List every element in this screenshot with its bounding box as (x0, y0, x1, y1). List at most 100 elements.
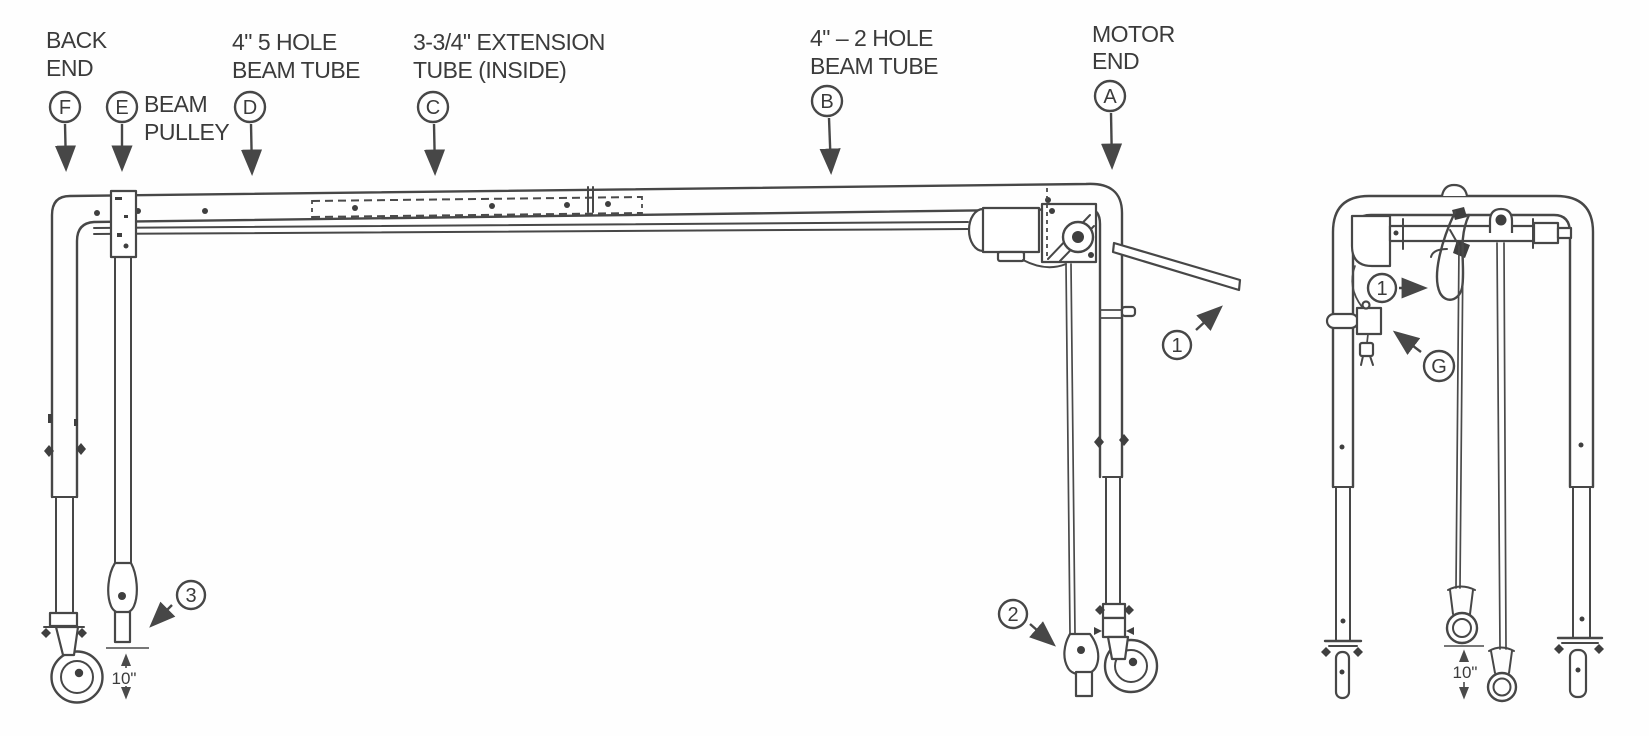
strap-cable (1063, 263, 1100, 698)
strap-clevis (1063, 632, 1100, 676)
callout-D-arrow (240, 123, 263, 176)
beam-lower-rod (93, 221, 969, 235)
callout-C-arrow (423, 123, 446, 176)
strap-clevis-stub (1074, 670, 1094, 698)
crank-rod (1111, 241, 1242, 292)
callout-A: MOTOR END A (1092, 21, 1175, 170)
label-2-hole-beam-line1: 4" – 2 HOLE (810, 25, 933, 51)
item-3-arrow (149, 601, 176, 628)
side-view-drawing (41, 182, 1242, 704)
back-caster-hub (74, 668, 84, 678)
beam-pulley-tube (107, 256, 138, 644)
lift-cable-1 (1445, 245, 1479, 645)
callout-B: 4" – 2 HOLE BEAM TUBE B (810, 25, 939, 175)
callout-E: E BEAM PULLEY (105, 90, 230, 172)
beam-frame-inner (75, 207, 1102, 499)
label-beam-pulley-line2: PULLEY (144, 119, 229, 145)
dimension-10in-end: 10" (1444, 645, 1484, 700)
control-box (1355, 306, 1383, 336)
callout-D: 4" 5 HOLE BEAM TUBE D (232, 29, 361, 176)
leg-collar (1325, 312, 1360, 330)
item-1-side-arrow (1195, 305, 1223, 331)
callout-G-circle (1422, 349, 1456, 383)
back-caster (41, 611, 104, 704)
back-leg (44, 414, 86, 615)
label-motor-end-line1: MOTOR (1092, 21, 1175, 47)
shaft-hardware (1430, 207, 1514, 258)
beam-frame-outer (50, 182, 1124, 499)
label-2-hole-beam-line2: BEAM TUBE (810, 53, 938, 79)
label-extension-tube-line2: TUBE (INSIDE) (413, 57, 566, 83)
motor-caster (1094, 602, 1159, 694)
callout-B-circle (810, 84, 844, 118)
power-cord (1351, 265, 1363, 308)
motor-leg (1094, 305, 1137, 605)
power-plug (1358, 333, 1375, 366)
cable-ring-2 (1486, 671, 1518, 703)
item-1-end-circle (1366, 272, 1398, 304)
item-1-end-number: 1 (1376, 278, 1387, 300)
item-callout-2-side: 2 (997, 598, 1056, 647)
beam-holes (94, 197, 1051, 216)
dimension-10in-end-text: 10" (1453, 663, 1478, 682)
beam-joint (587, 186, 594, 213)
back-caster-wheel (50, 650, 104, 704)
callout-B-arrow (819, 117, 841, 175)
callout-A-letter: A (1103, 86, 1117, 108)
control-box-nub (1361, 300, 1371, 310)
callout-D-circle (233, 90, 267, 124)
label-back-end-line1: BACK (46, 27, 108, 53)
top-hump (1440, 183, 1469, 197)
item-2-circle (997, 598, 1029, 630)
end-left-caster (1321, 639, 1363, 700)
end-left-leg-lower (1333, 444, 1353, 641)
label-motor-end-line2: END (1092, 48, 1139, 74)
item-callout-3-side: 3 (149, 579, 207, 628)
dimension-10in-side-text: 10" (112, 669, 137, 688)
end-right-leg-lower (1570, 442, 1593, 638)
callout-A-circle (1093, 79, 1127, 113)
label-5-hole-beam-line1: 4" 5 HOLE (232, 29, 337, 55)
cable-ring-1 (1445, 611, 1479, 645)
callout-E-circle (105, 90, 139, 124)
item-2-number: 2 (1007, 604, 1018, 626)
label-extension-tube-line1: 3-3/4" EXTENSION (413, 29, 605, 55)
label-back-end-line2: END (46, 55, 93, 81)
motor-caster-hub (1128, 657, 1138, 667)
callout-C-letter: C (426, 97, 440, 119)
pulley-tube-stub (113, 610, 132, 644)
callout-F-circle (48, 90, 82, 124)
item-3-circle (175, 579, 207, 611)
callout-D-letter: D (243, 97, 257, 119)
item-2-arrow (1029, 621, 1056, 647)
callout-G-letter: G (1431, 356, 1447, 378)
callout-A-arrow (1101, 112, 1123, 170)
callout-B-letter: B (820, 91, 833, 113)
motor-housing-end (1350, 214, 1392, 268)
callout-C-circle (416, 90, 450, 124)
item-3-number: 3 (185, 585, 196, 607)
end-view-drawing (1321, 183, 1604, 703)
pulley-tube-clevis (107, 561, 138, 615)
motor-unit (967, 206, 1041, 263)
end-right-caster (1554, 636, 1604, 699)
dimension-10in-side: 10" (106, 647, 149, 700)
callout-F-letter: F (59, 97, 71, 119)
beam-pulley-bracket (109, 189, 138, 259)
callout-C: 3-3/4" EXTENSION TUBE (INSIDE) C (413, 29, 605, 176)
cross-shaft (1388, 218, 1573, 250)
item-1-side-circle (1161, 329, 1193, 361)
lift-cable-2 (1486, 242, 1518, 703)
callout-F-arrow (54, 123, 77, 172)
callout-E-letter: E (115, 97, 128, 119)
callout-F: BACK END F (46, 27, 108, 172)
item-callout-1-side: 1 (1161, 305, 1223, 361)
motor-mount-plate (1022, 188, 1098, 269)
item-1-side-number: 1 (1171, 335, 1182, 357)
label-5-hole-beam-line2: BEAM TUBE (232, 57, 360, 83)
callout-G: G (1392, 330, 1456, 383)
callout-G-arrow (1392, 330, 1422, 355)
item-callout-1-end: 1 (1366, 272, 1428, 304)
